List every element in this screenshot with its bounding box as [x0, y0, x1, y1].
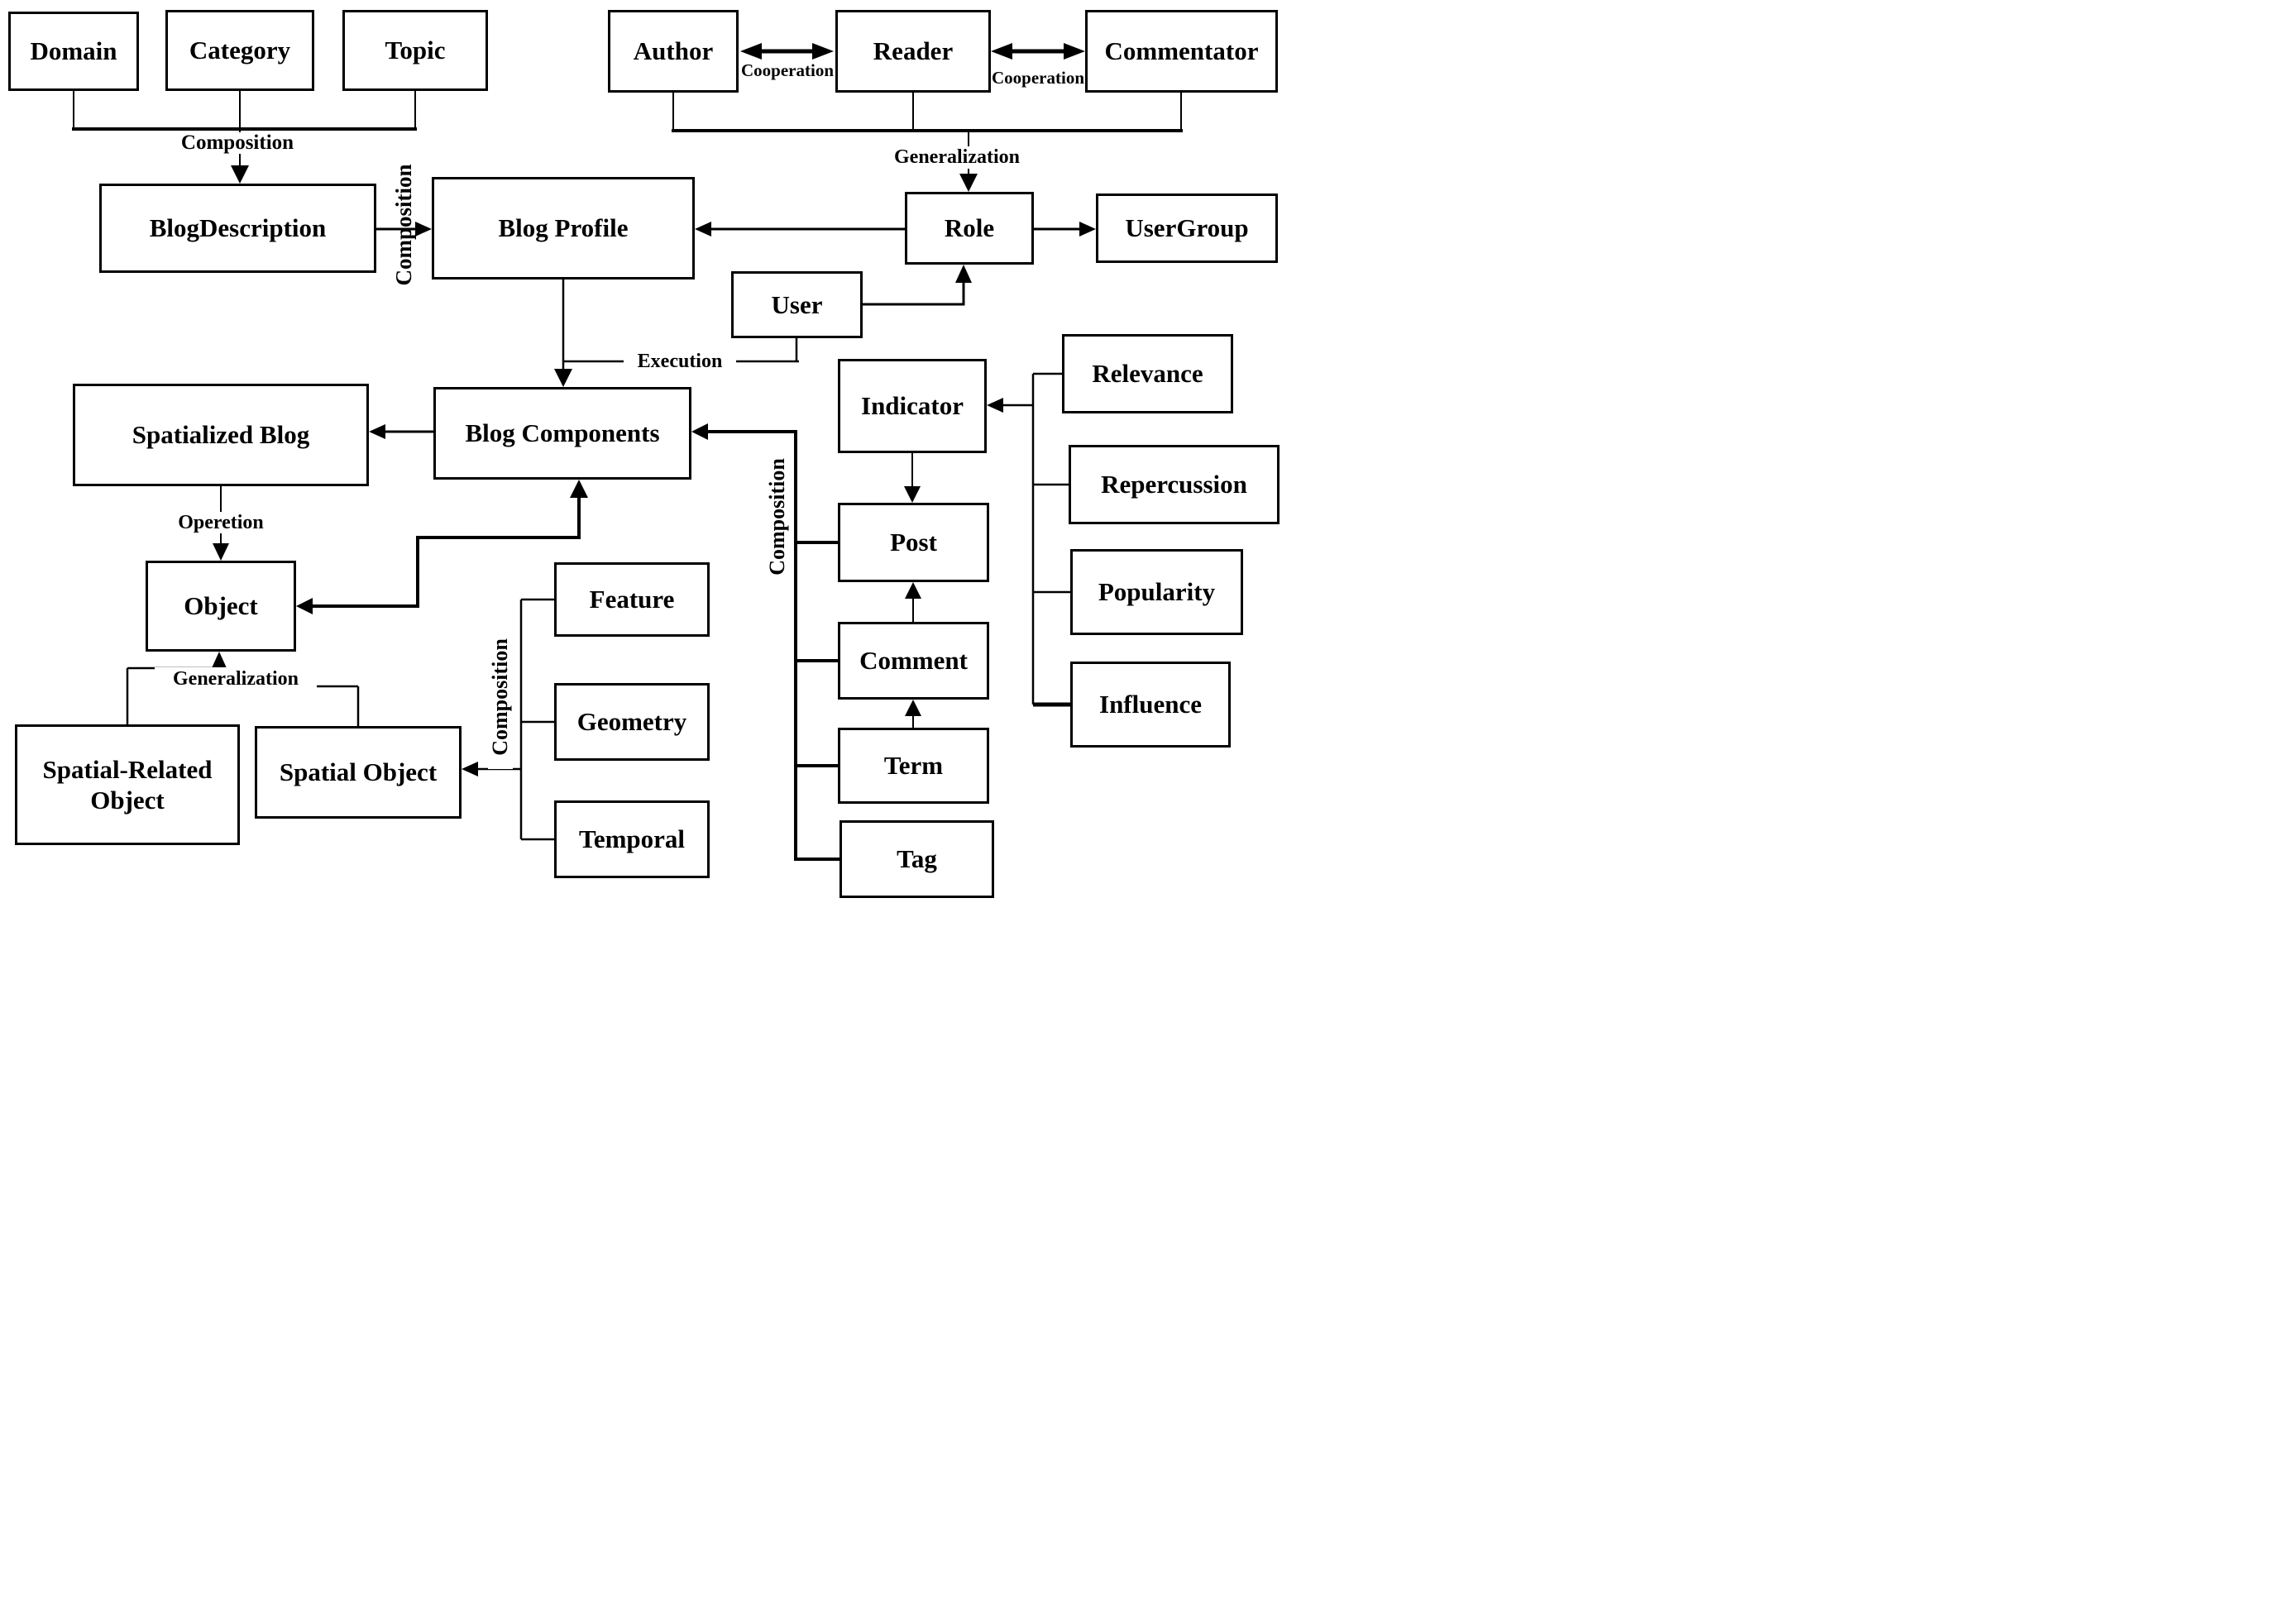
box-indicator: Indicator: [838, 359, 987, 453]
arrowhead-up-icon: [905, 582, 921, 599]
box-spatial-object: Spatial Object: [255, 726, 462, 819]
connector-reader-commentator: [991, 43, 1085, 60]
box-blog-profile: Blog Profile: [432, 177, 695, 279]
diagram-connectors: [72, 43, 1183, 861]
box-user-group: UserGroup: [1096, 193, 1278, 263]
diagram-canvas: Domain Category Topic Author Reader Comm…: [0, 0, 1282, 910]
box-comment: Comment: [838, 622, 989, 700]
label-generalization-object: Generalization: [155, 667, 317, 690]
box-spatialized-blog: Spatialized Blog: [73, 384, 369, 486]
arrowhead-up-icon: [955, 265, 972, 283]
connector-components-object: [296, 480, 588, 614]
arrowhead-left-icon: [695, 222, 711, 236]
box-author: Author: [608, 10, 739, 93]
box-blog-description: BlogDescription: [99, 184, 376, 273]
arrowhead-right-icon: [415, 222, 432, 236]
connector-components-to-spatialized: [369, 424, 433, 439]
box-category: Category: [165, 10, 314, 91]
box-reader: Reader: [835, 10, 991, 93]
arrowhead-left-icon: [691, 423, 708, 440]
label-execution: Execution: [624, 351, 736, 372]
connector-composition-post-bracket: [691, 423, 839, 861]
arrowhead-up-icon: [570, 480, 588, 498]
box-feature: Feature: [554, 562, 710, 637]
arrowhead-up-icon: [905, 700, 921, 716]
box-tag: Tag: [839, 820, 994, 898]
connector-composition-spatial-bracket: [462, 598, 554, 841]
connector-comment-to-post: [905, 582, 921, 622]
label-cooperation-reader-commentator: Cooperation: [992, 67, 1084, 88]
connector-indicator-to-post: [904, 453, 921, 503]
label-composition-spatial: Composition: [488, 625, 513, 769]
box-commentator: Commentator: [1085, 10, 1278, 93]
connector-author-reader: [740, 43, 834, 60]
box-object: Object: [146, 561, 296, 652]
box-temporal: Temporal: [554, 800, 710, 878]
arrowhead-left-icon: [987, 398, 1003, 413]
label-generalization-role: Generalization: [876, 146, 1038, 169]
arrowhead-right-icon: [812, 43, 834, 60]
box-domain: Domain: [8, 12, 139, 91]
label-operetion: Operetion: [165, 512, 276, 533]
box-geometry: Geometry: [554, 683, 710, 761]
arrowhead-down-icon: [554, 369, 572, 387]
arrowhead-left-icon: [462, 762, 478, 776]
connector-term-to-comment: [905, 700, 921, 728]
label-composition-blogdescription: Composition: [390, 164, 416, 286]
box-user: User: [731, 271, 863, 338]
box-influence: Influence: [1070, 662, 1231, 748]
arrowhead-down-icon: [231, 165, 249, 184]
connector-role-to-blogprofile: [695, 222, 905, 236]
arrowhead-right-icon: [1079, 222, 1096, 236]
box-relevance: Relevance: [1062, 334, 1233, 413]
box-term: Term: [838, 728, 989, 804]
arrowhead-up-icon: [211, 652, 227, 670]
connector-role-to-usergroup: [1034, 222, 1096, 236]
connector-user-to-role: [863, 265, 972, 306]
connector-indicator-bracket: [987, 372, 1070, 707]
box-topic: Topic: [342, 10, 488, 91]
label-composition-post: Composition: [765, 445, 790, 589]
box-blog-components: Blog Components: [433, 387, 691, 480]
box-spatial-related-object: Spatial-Related Object: [15, 724, 240, 845]
box-role: Role: [905, 192, 1034, 265]
label-cooperation-author-reader: Cooperation: [741, 60, 834, 80]
box-repercussion: Repercussion: [1069, 445, 1280, 524]
box-popularity: Popularity: [1070, 549, 1243, 635]
connector-blogdescription-to-blogprofile: [376, 222, 432, 236]
arrowhead-down-icon: [959, 174, 978, 192]
arrowhead-left-icon: [740, 43, 762, 60]
arrowhead-right-icon: [1064, 43, 1085, 60]
arrowhead-down-icon: [904, 486, 921, 503]
connector-roles-generalization: [672, 93, 1183, 192]
arrowhead-left-icon: [296, 598, 313, 614]
box-post: Post: [838, 503, 989, 582]
arrowhead-left-icon: [369, 424, 385, 439]
arrowhead-down-icon: [213, 543, 229, 561]
arrowhead-left-icon: [991, 43, 1012, 60]
label-composition-top: Composition: [168, 131, 307, 154]
